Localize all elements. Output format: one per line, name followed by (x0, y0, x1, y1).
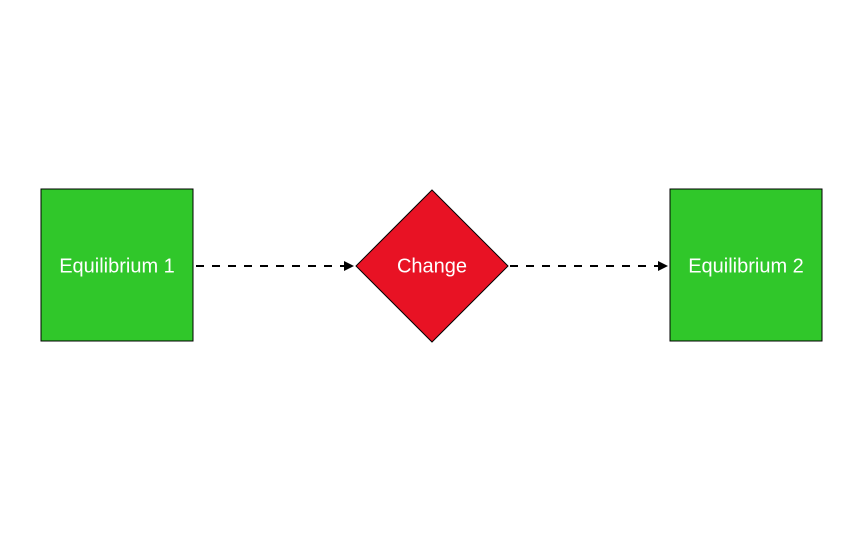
node-change-label: Change (397, 255, 467, 277)
node-equilibrium-1-label: Equilibrium 1 (59, 255, 175, 277)
node-equilibrium-1[interactable]: Equilibrium 1 (40, 188, 194, 342)
node-equilibrium-2-label: Equilibrium 2 (688, 255, 804, 277)
node-change[interactable]: Change (355, 189, 509, 343)
node-equilibrium-1-shape (40, 188, 194, 342)
node-change-shape (355, 189, 509, 343)
node-equilibrium-2[interactable]: Equilibrium 2 (669, 188, 823, 342)
node-equilibrium-2-shape (669, 188, 823, 342)
